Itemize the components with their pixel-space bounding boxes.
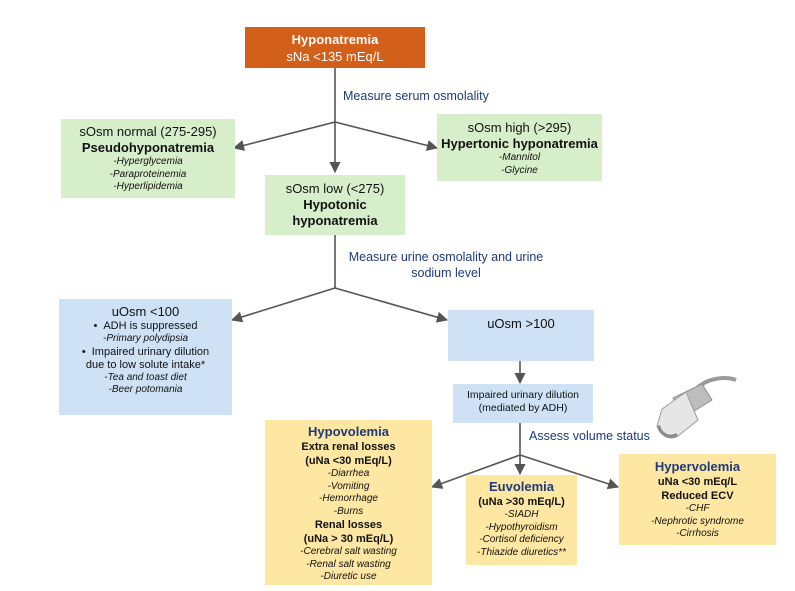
hypovolemia-extra-title: Extra renal losses — [301, 441, 396, 453]
label-measure-urine-line1: Measure urine osmolality and urine — [348, 250, 544, 264]
hypovolemia-extra-una: (uNa <30 mEq/L) — [305, 455, 392, 467]
uosm-low-bullet-adh: ADH is suppressed — [59, 320, 232, 333]
label-measure-urine-line2: sodium level — [411, 266, 481, 280]
hypovolemia-title: Hypovolemia — [308, 424, 389, 439]
uosm-low-header: uOsm <100 — [111, 304, 180, 319]
pseudo-item: -Hyperglycemia — [113, 156, 183, 167]
hypertonic-node: sOsm high (>295) Hypertonic hyponatremia… — [437, 114, 602, 181]
hypervolemia-item: -CHF — [685, 503, 710, 514]
impaired-line1: Impaired urinary dilution — [466, 389, 580, 401]
euvolemia-item: -Hypothyroidism — [485, 521, 558, 533]
uosm-high-node: uOsm >100 — [448, 310, 594, 361]
uosm-high-header: uOsm >100 — [487, 316, 555, 331]
hypotonic-header: sOsm low (<275) — [285, 181, 385, 196]
hypovolemia-extra-item: -Burns — [333, 505, 364, 517]
hypervolemia-ecv: Reduced ECV — [661, 490, 734, 502]
arrow-to-hypovolemia — [430, 454, 521, 489]
pseudo-item: -Hyperlipidemia — [113, 181, 183, 192]
hyponatremia-title: Hyponatremia — [291, 32, 379, 47]
euvolemia-item: -Cortisol deficiency — [479, 534, 564, 545]
ultrasound-probe-icon — [656, 376, 737, 439]
arrow-to-hypertonic — [334, 121, 439, 151]
hypovolemia-renal-una: (uNa > 30 mEq/L) — [303, 533, 394, 545]
arrow-to-pseudo — [232, 121, 336, 151]
pseudohyponatremia-node: sOsm normal (275-295) Pseudohyponatremia… — [61, 119, 235, 198]
hypotonic-node: sOsm low (<275) Hypotonic hyponatremia — [265, 175, 405, 235]
hypovolemia-renal-item: -Renal salt wasting — [306, 558, 391, 570]
hypervolemia-item: -Nephrotic syndrome — [651, 515, 744, 527]
euvolemia-node: Euvolemia (uNa >30 mEq/L) -SIADH -Hypoth… — [466, 475, 577, 565]
hypovolemia-extra-item: -Vomiting — [327, 480, 370, 492]
hypervolemia-title: Hypervolemia — [654, 459, 741, 474]
euvolemia-item: -Thiazide diuretics** — [477, 546, 566, 558]
hypervolemia-node: Hypervolemia uNa <30 mEq/L Reduced ECV -… — [619, 454, 776, 545]
euvolemia-item: -SIADH — [504, 509, 539, 520]
impaired-line2: (mediated by ADH) — [478, 402, 568, 414]
hypertonic-item: -Glycine — [501, 164, 538, 176]
impaired-dilution-node: Impaired urinary dilution (mediated by A… — [453, 384, 593, 423]
hyponatremia-node: Hyponatremia sNa <135 mEq/L — [245, 27, 425, 68]
hypervolemia-item: -Cirrhosis — [676, 528, 719, 539]
uosm-low-node: uOsm <100 ADH is suppressed -Primary pol… — [59, 299, 232, 415]
label-measure-urine: Measure urine osmolality and urine sodiu… — [336, 249, 556, 281]
uosm-low-bullet-dilution: Impaired urinary dilution — [59, 346, 232, 359]
uosm-low-item: -Beer potomania — [108, 384, 183, 395]
hypovolemia-node: Hypovolemia Extra renal losses (uNa <30 … — [265, 420, 432, 585]
pseudo-item: -Paraproteinemia — [109, 168, 187, 180]
hypovolemia-renal-title: Renal losses — [314, 519, 383, 531]
hypertonic-header: sOsm high (>295) — [467, 120, 572, 135]
hypertonic-item: -Mannitol — [498, 152, 541, 163]
arrow-to-uosm-high — [334, 287, 449, 323]
euvolemia-title: Euvolemia — [488, 479, 555, 494]
hypovolemia-renal-item: -Cerebral salt wasting — [300, 546, 397, 557]
uosm-low-item: -Tea and toast diet — [104, 371, 187, 383]
hyponatremia-subtitle: sNa <135 mEq/L — [286, 49, 384, 64]
uosm-low-bullet-dilution-line2: due to low solute intake* — [85, 358, 206, 371]
arrow-to-uosm-low — [230, 287, 336, 323]
hypovolemia-extra-item: -Hemorrhage — [319, 493, 378, 504]
hypertonic-title: Hypertonic hyponatremia — [441, 136, 598, 151]
pseudo-title: Pseudohyponatremia — [81, 140, 215, 155]
uosm-low-item: -Primary polydipsia — [102, 333, 189, 344]
label-assess-volume: Assess volume status — [529, 429, 650, 443]
hypovolemia-extra-item: -Diarrhea — [327, 468, 370, 479]
hypotonic-title-line2: hyponatremia — [292, 213, 378, 228]
label-measure-serum: Measure serum osmolality — [343, 89, 489, 103]
euvolemia-una: (uNa >30 mEq/L) — [478, 496, 565, 508]
arrow-to-hypervolemia — [519, 454, 620, 490]
hypotonic-title-line1: Hypotonic — [303, 197, 367, 212]
pseudo-header: sOsm normal (275-295) — [79, 124, 217, 139]
hypovolemia-renal-item: -Diuretic use — [320, 571, 377, 582]
hypervolemia-una: uNa <30 mEq/L — [657, 476, 738, 488]
